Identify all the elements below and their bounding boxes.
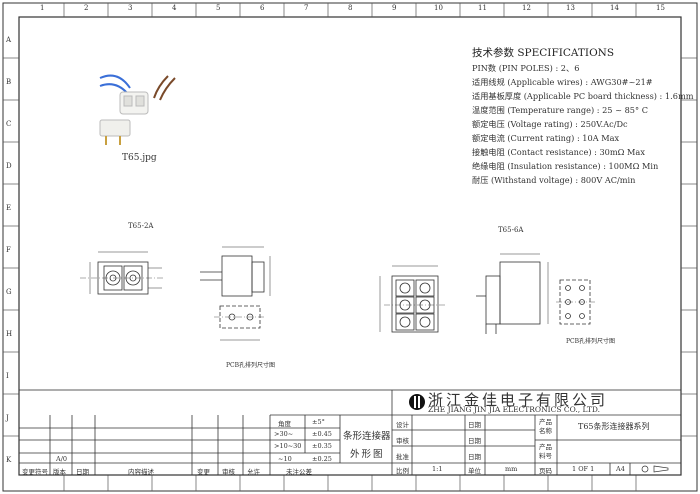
drawing-type: 外形图 — [350, 449, 385, 460]
ruler-number: 8 — [348, 4, 353, 12]
ruler-letter: H — [6, 330, 13, 338]
product-photo — [99, 74, 176, 145]
page-label: 页码 — [539, 467, 552, 475]
drawing-t65-2a — [80, 246, 271, 341]
left-drawing-label: T65-2A — [128, 222, 154, 230]
ruler-number: 10 — [434, 4, 443, 12]
spec-insulation-resistance: 绝缘电阻 (Insulation resistance) : 100MΩ Min — [472, 161, 659, 171]
ruler-letter: F — [6, 246, 11, 254]
tolerance-value: ±0.45 — [312, 430, 332, 438]
ruler-number: 7 — [304, 4, 309, 12]
spec-contact-resistance: 接触电阻 (Contact resistance) : 30mΩ Max — [472, 147, 645, 157]
page-value: 1 OF 1 — [572, 465, 595, 473]
ruler-letter: B — [6, 78, 12, 86]
ruler-letter: K — [6, 456, 12, 464]
sign-label-review: 审核 — [396, 437, 409, 445]
tolerance-range: >30~ — [274, 430, 294, 438]
unit-value: mm — [505, 465, 518, 473]
ruler-letter: A — [6, 36, 12, 44]
drawing-t65-6a — [379, 253, 596, 334]
rev-header: 审核 — [222, 468, 235, 476]
left-pcb-caption: PCB孔排列尺寸图 — [226, 362, 276, 369]
tolerance-angle-label: 角度 — [278, 420, 291, 428]
product-no-label: 产品 料号 — [539, 443, 552, 460]
date-label: 日期 — [468, 421, 481, 429]
rev-header: 变更 — [197, 468, 210, 476]
ruler-letter: J — [6, 414, 9, 422]
product-name-cn: 条形连接器 — [343, 431, 391, 442]
rev-header: 日期 — [76, 468, 89, 476]
tolerance-range: ~10 — [278, 455, 292, 463]
tolerance-angle-value: ±5° — [312, 418, 325, 426]
spec-current: 额定电流 (Current rating) : 10A Max — [472, 133, 620, 143]
ruler-number: 3 — [128, 4, 133, 12]
ruler-number: 6 — [260, 4, 265, 12]
spec-pcb-thickness: 适用基板厚度 (Applicable PC board thickness) :… — [472, 91, 694, 101]
date-label: 日期 — [468, 453, 481, 461]
company-logo-icon — [409, 394, 425, 410]
rev-version: A/0 — [56, 455, 68, 463]
date-label: 日期 — [468, 437, 481, 445]
sheet-size: A4 — [616, 465, 625, 473]
projection-symbol-icon — [641, 465, 669, 473]
ruler-number: 13 — [566, 4, 575, 12]
ruler-letter: E — [6, 204, 12, 212]
ruler-letter: C — [6, 120, 12, 128]
ruler-number: 4 — [172, 4, 177, 12]
rev-header: 允许 — [247, 468, 260, 476]
spec-pin-poles: PIN数 (PIN POLES) : 2、6 — [472, 63, 580, 73]
spec-voltage: 额定电压 (Voltage rating) : 250V.Ac/Dc — [472, 119, 628, 129]
spec-temperature: 温度范围 (Temperature range) : 25 ~ 85° C — [472, 105, 648, 115]
ruler-letter: G — [6, 288, 12, 296]
ratio-label: 比例 — [396, 467, 409, 475]
rev-header: 变更符号 — [22, 468, 48, 476]
spec-wires: 适用线规 (Applicable wires) : AWG30#~21# — [472, 77, 653, 87]
series-name: T65条形连接器系列 — [578, 422, 650, 431]
ruler-number: 2 — [84, 4, 89, 12]
ruler-number: 14 — [610, 4, 619, 12]
ruler-number: 5 — [216, 4, 221, 12]
ruler-number: 11 — [478, 4, 487, 12]
rev-header: 版本 — [53, 468, 66, 476]
ruler-letter: D — [6, 162, 12, 170]
ruler-number: 1 — [40, 4, 45, 12]
specs-title: 技术参数 SPECIFICATIONS — [472, 47, 615, 59]
tolerance-footer: 未注公差 — [286, 468, 312, 476]
right-drawing-label: T65-6A — [498, 226, 524, 234]
rev-header: 内容描述 — [128, 468, 154, 476]
left-ruler: A B C D E F G H I J K — [6, 0, 16, 494]
sign-label-design: 设计 — [396, 421, 409, 429]
unit-label: 单位 — [468, 467, 481, 475]
photo-caption: T65.jpg — [122, 153, 157, 163]
top-ruler: 1 2 3 4 5 6 7 8 9 10 11 12 13 14 15 — [0, 4, 700, 16]
right-pcb-caption: PCB孔排列尺寸图 — [566, 338, 616, 345]
company-name-cn: 浙江金佳电子有限公司 — [428, 391, 609, 409]
product-name-label: 产品 名称 — [539, 418, 552, 435]
spec-withstand-voltage: 耐压 (Withstand voltage) : 800V AC/min — [472, 175, 636, 185]
ruler-number: 9 — [392, 4, 397, 12]
ratio-value: 1:1 — [432, 465, 443, 473]
tolerance-range: >10~30 — [274, 442, 302, 450]
company-name-en: ZHE JIANG JIN JIA ELECTRONICS CO., LTD. — [428, 405, 600, 414]
ruler-number: 12 — [522, 4, 531, 12]
title-block — [18, 389, 682, 476]
tolerance-value: ±0.25 — [312, 455, 332, 463]
ruler-letter: I — [6, 372, 9, 380]
sign-label-approve: 批准 — [396, 453, 409, 461]
tolerance-value: ±0.35 — [312, 442, 332, 450]
ruler-number: 15 — [656, 4, 665, 12]
